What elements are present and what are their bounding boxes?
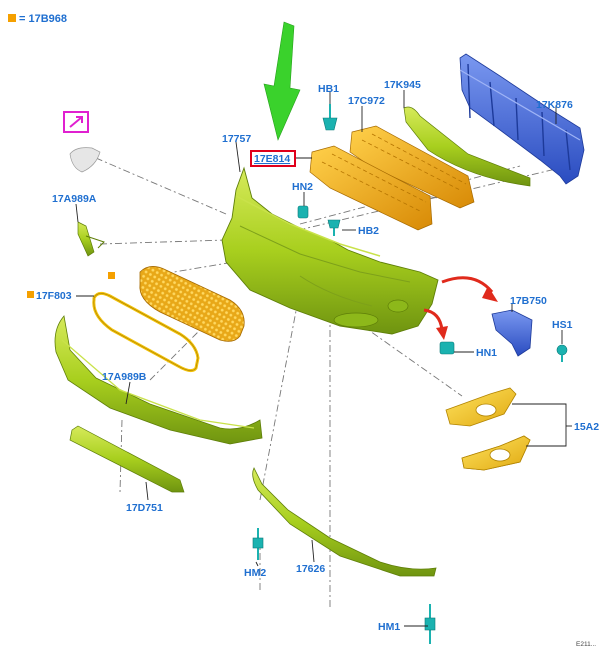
label-17K945[interactable]: 17K945 bbox=[384, 79, 421, 91]
fastener-HB1 bbox=[322, 104, 338, 131]
legend-marker-grille bbox=[108, 272, 115, 279]
label-HB1[interactable]: HB1 bbox=[318, 83, 339, 95]
red-arrow-upper bbox=[441, 276, 494, 293]
bezel-lower-opening bbox=[489, 448, 511, 462]
bezel-upper-opening bbox=[475, 403, 497, 417]
corner-code: E211... bbox=[576, 641, 596, 648]
strip-17D751 bbox=[69, 425, 185, 493]
bracket-17A989A-tab bbox=[85, 235, 105, 249]
label-17K876[interactable]: 17K876 bbox=[536, 99, 573, 111]
leader-lines bbox=[75, 90, 572, 627]
legend-marker bbox=[8, 14, 16, 22]
red-arrow-upper-head bbox=[482, 286, 498, 302]
label-17D751[interactable]: 17D751 bbox=[126, 502, 163, 514]
label-17A989B[interactable]: 17A989B bbox=[102, 371, 147, 383]
label-17757[interactable]: 17757 bbox=[222, 133, 251, 145]
magenta-marker-arrow-icon bbox=[69, 116, 83, 128]
absorber-17C972 bbox=[349, 125, 475, 209]
fastener-HB2 bbox=[327, 219, 341, 236]
absorber-17E814 bbox=[309, 145, 433, 231]
highlight-box-17E814 bbox=[250, 150, 296, 167]
bracket-17A989A bbox=[77, 221, 95, 257]
fastener-HN1 bbox=[439, 341, 455, 355]
label-17B750[interactable]: 17B750 bbox=[510, 295, 547, 307]
legend-marker-17F803 bbox=[27, 291, 34, 298]
label-17626[interactable]: 17626 bbox=[296, 563, 325, 575]
legend-label: = 17B968 bbox=[19, 13, 67, 25]
label-HM2[interactable]: HM2 bbox=[244, 567, 266, 579]
fastener-HS1 bbox=[556, 344, 568, 362]
grille-mesh bbox=[139, 266, 245, 342]
green-pointer-arrow bbox=[263, 21, 301, 141]
red-arrow-lower-head bbox=[436, 326, 448, 340]
lower-bar-17A989B bbox=[54, 315, 263, 445]
fastener-HM2 bbox=[252, 528, 264, 560]
strip-17K945 bbox=[403, 106, 531, 187]
fastener-HM1 bbox=[424, 604, 436, 644]
label-17E814[interactable]: 17E814 bbox=[254, 153, 290, 165]
label-HN2[interactable]: HN2 bbox=[292, 181, 313, 193]
reinforcement-beam-17K876 bbox=[459, 53, 585, 185]
label-HN1[interactable]: HN1 bbox=[476, 347, 497, 359]
label-17C972[interactable]: 17C972 bbox=[348, 95, 385, 107]
bumper-cover-17757 bbox=[221, 166, 439, 335]
lower-lip-17626 bbox=[252, 467, 437, 577]
label-HB2[interactable]: HB2 bbox=[358, 225, 379, 237]
label-17F803[interactable]: 17F803 bbox=[36, 290, 72, 302]
bracket-17B750 bbox=[491, 309, 533, 357]
grille-frame-outline bbox=[93, 293, 199, 371]
label-HM1[interactable]: HM1 bbox=[378, 621, 400, 633]
label-17A989A[interactable]: 17A989A bbox=[52, 193, 97, 205]
lower-bar-highlight bbox=[61, 339, 255, 429]
tow-eye-cover bbox=[69, 147, 101, 173]
fastener-HN2 bbox=[297, 205, 309, 219]
label-HS1[interactable]: HS1 bbox=[552, 319, 573, 331]
label-15A2[interactable]: 15A2 bbox=[574, 421, 599, 433]
